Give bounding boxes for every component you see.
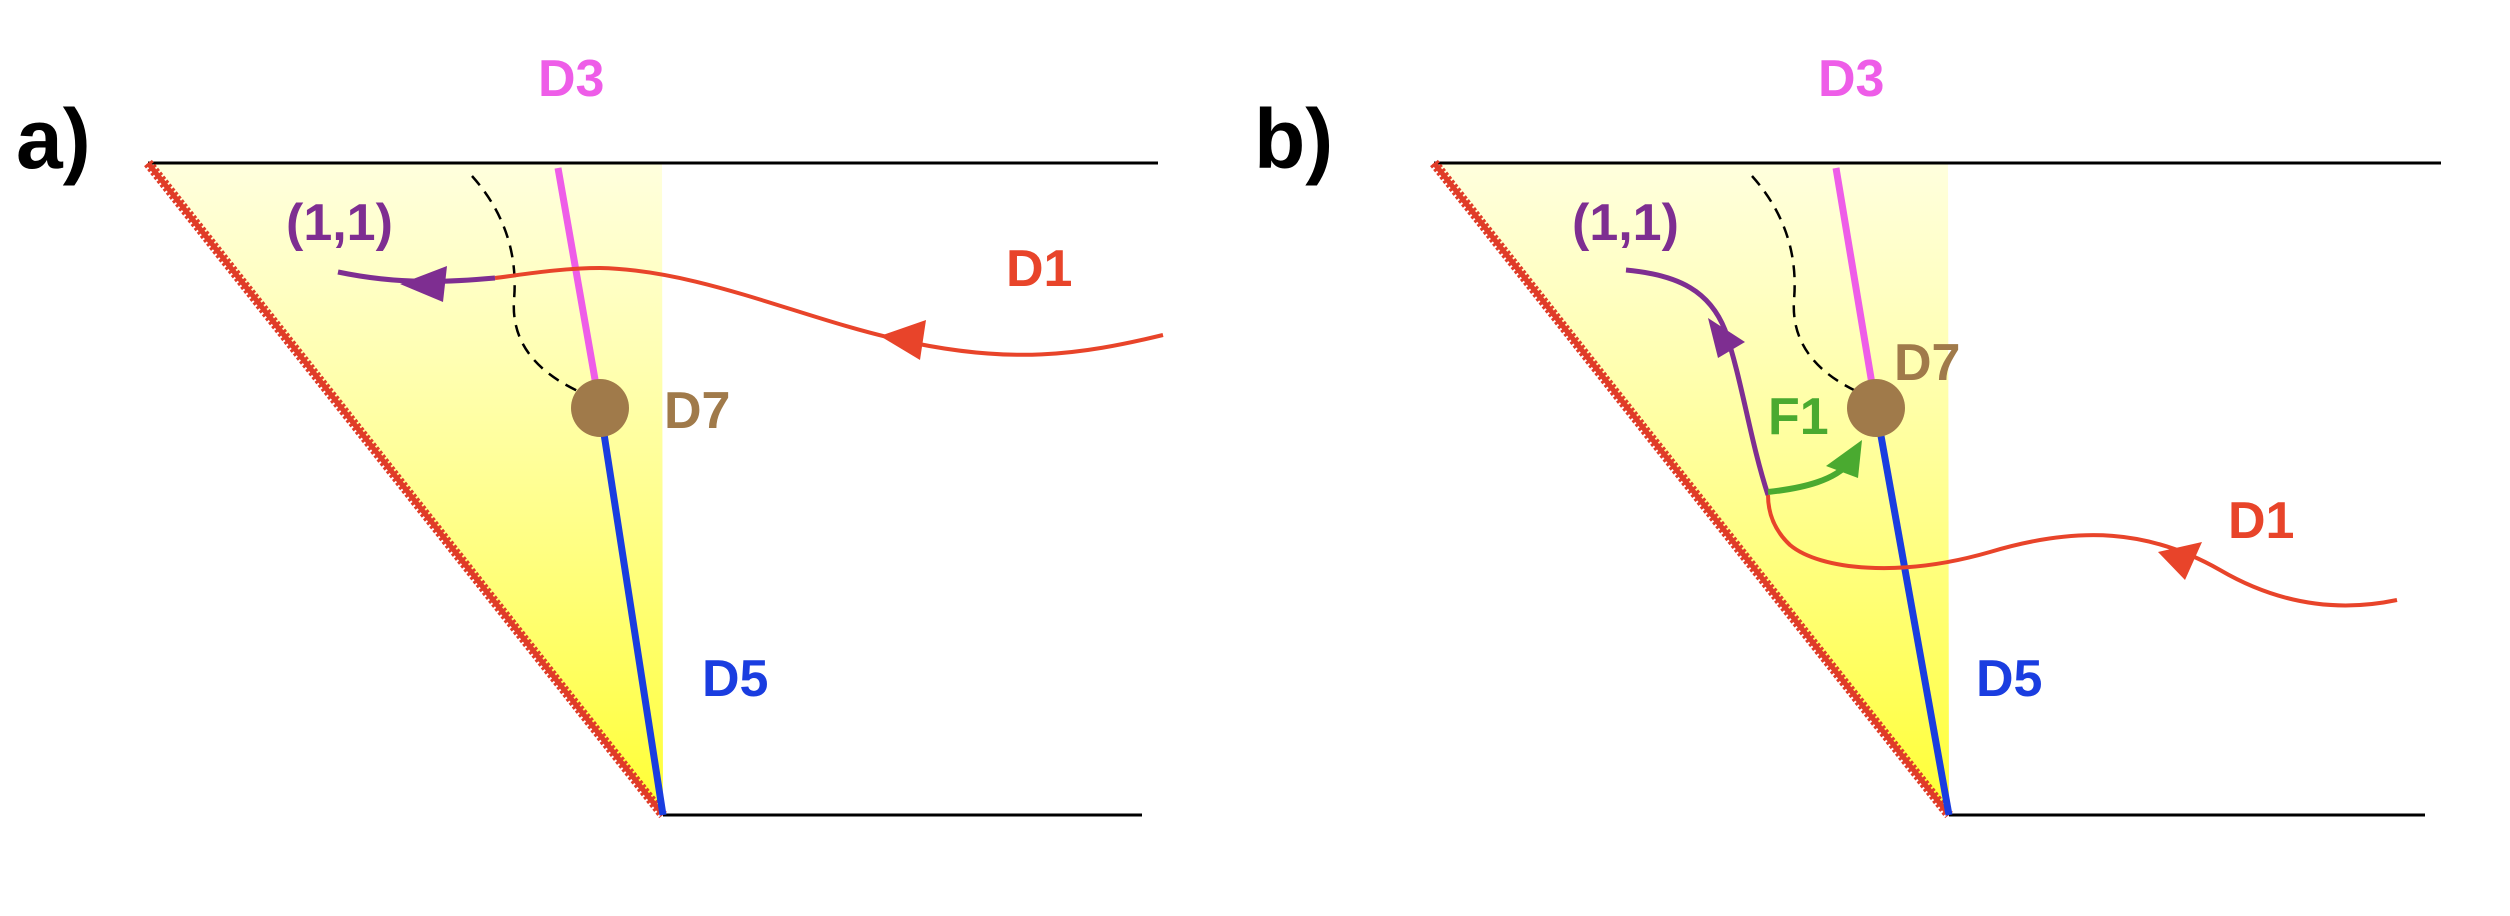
d5-label-a: D5 <box>702 650 768 708</box>
d1-label-b: D1 <box>2228 492 2294 550</box>
d1-label-a: D1 <box>1006 240 1072 298</box>
one-one-label-a: (1,1) <box>286 194 393 252</box>
diagonal-boundary-core <box>146 161 665 817</box>
one-one-arrow <box>1708 318 1745 358</box>
d1-string <box>1766 494 2398 608</box>
panel-a <box>144 159 1164 819</box>
dashed-curve <box>1751 175 1859 394</box>
d7-dot <box>1847 379 1905 437</box>
one-one-arrow <box>400 266 447 302</box>
panel-b <box>1430 159 2441 819</box>
d1-string <box>494 265 1164 357</box>
panel-label-b: b) <box>1254 92 1333 186</box>
dashed-curve <box>471 175 581 394</box>
d5-brane <box>596 407 667 816</box>
d1-arrow <box>2158 542 2202 580</box>
f1-arrow <box>1826 440 1862 478</box>
diagonal-boundary-core <box>1432 161 1951 817</box>
d3-label-a: D3 <box>538 50 604 108</box>
d5-label-b: D5 <box>1976 650 2042 708</box>
d3-label-b: D3 <box>1818 50 1884 108</box>
one-one-label-b: (1,1) <box>1572 194 1679 252</box>
d7-label-a: D7 <box>664 382 730 440</box>
d5-brane <box>1872 407 1953 816</box>
f1-label-b: F1 <box>1768 388 1829 446</box>
d3-brane <box>554 167 604 409</box>
panel-label-a: a) <box>16 92 91 186</box>
d7-label-b: D7 <box>1894 334 1960 392</box>
d3-brane <box>1832 167 1880 409</box>
d7-dot <box>571 379 629 437</box>
d1-arrow <box>880 320 926 360</box>
